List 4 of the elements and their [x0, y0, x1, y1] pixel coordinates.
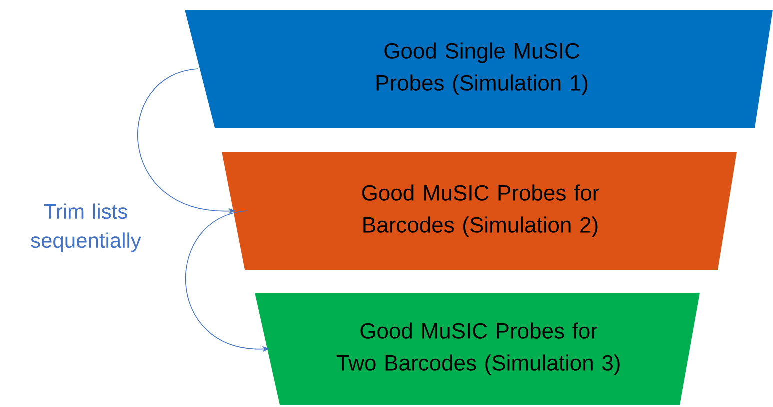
side-label: Trim lists sequentially: [31, 204, 142, 252]
funnel-stage: Good MuSIC Probes for Two Barcodes (Simulation 3): [255, 293, 700, 405]
funnel-stage: Good MuSIC Probes for Barcodes (Simulation 2): [222, 152, 737, 270]
funnel-stage: Good Single MuSIC Probes (Simulation 1): [185, 10, 773, 128]
